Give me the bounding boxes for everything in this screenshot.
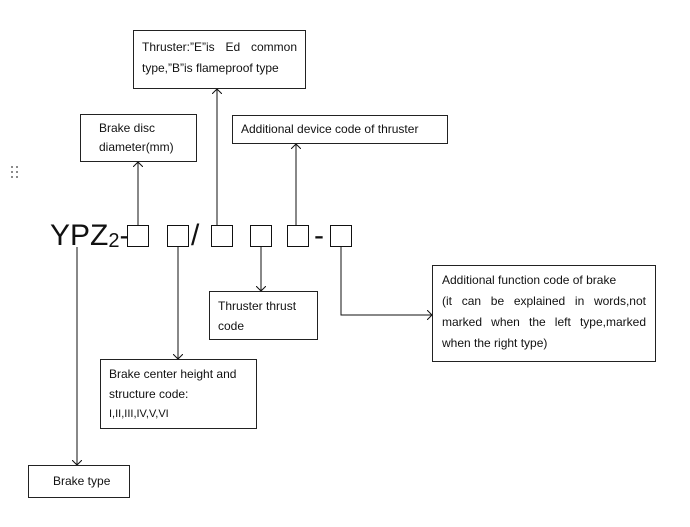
code-dash-2: -: [314, 219, 324, 252]
model-code: YPZ2-: [50, 216, 129, 259]
box-additional-device: Additional device code of thruster: [232, 115, 448, 144]
arrow-additional-function: [340, 247, 432, 315]
box-center-height-line-1: Brake center height and: [109, 367, 237, 381]
box-additional-function: Additional function code of brake (it ca…: [432, 265, 656, 362]
box-brake-disc-line-2: diameter(mm): [99, 140, 174, 154]
model-code-prefix: YPZ: [50, 219, 109, 252]
box-thruster-thrust-line-1: Thruster thrust: [218, 299, 297, 313]
box-additional-function-line-4: when the right type): [442, 336, 548, 350]
model-code-dash: -: [119, 219, 130, 252]
code-slot-1: [127, 225, 149, 247]
box-thruster-type-line-2: type,”B”is flameproof type: [142, 61, 279, 75]
box-additional-function-line-1: Additional function code of brake: [442, 273, 617, 287]
model-code-subscript: 2: [108, 230, 120, 252]
code-slot-6: [330, 225, 352, 247]
box-thruster-type-line-1: Thruster:”E”is Ed common: [142, 40, 297, 54]
box-thruster-thrust-line-2: code: [218, 319, 245, 333]
code-slot-4: [250, 225, 272, 247]
box-center-height: Brake center height and structure code: …: [100, 359, 257, 429]
box-thruster-thrust: Thruster thrust code: [209, 291, 318, 340]
box-brake-type: Brake type: [28, 465, 130, 498]
box-brake-type-line-1: Brake type: [53, 474, 111, 488]
code-slot-3: [211, 225, 233, 247]
code-slot-2: [167, 225, 189, 247]
grip-dots-icon[interactable]: [11, 166, 21, 182]
code-slash: /: [191, 219, 200, 252]
code-slot-5: [287, 225, 309, 247]
box-additional-function-line-3: marked when the left type,marked: [442, 315, 646, 329]
box-thruster-type: Thruster:”E”is Ed common type,”B”is flam…: [133, 30, 306, 89]
box-additional-function-line-2: (it can be explained in words,not: [442, 294, 646, 308]
box-additional-device-line-1: Additional device code of thruster: [241, 122, 419, 136]
box-brake-disc: Brake disc diameter(mm): [80, 114, 197, 162]
box-center-height-line-2: structure code:: [109, 387, 189, 401]
box-center-height-line-3: I,II,III,IV,V,VI: [109, 408, 169, 420]
box-brake-disc-line-1: Brake disc: [99, 121, 156, 135]
